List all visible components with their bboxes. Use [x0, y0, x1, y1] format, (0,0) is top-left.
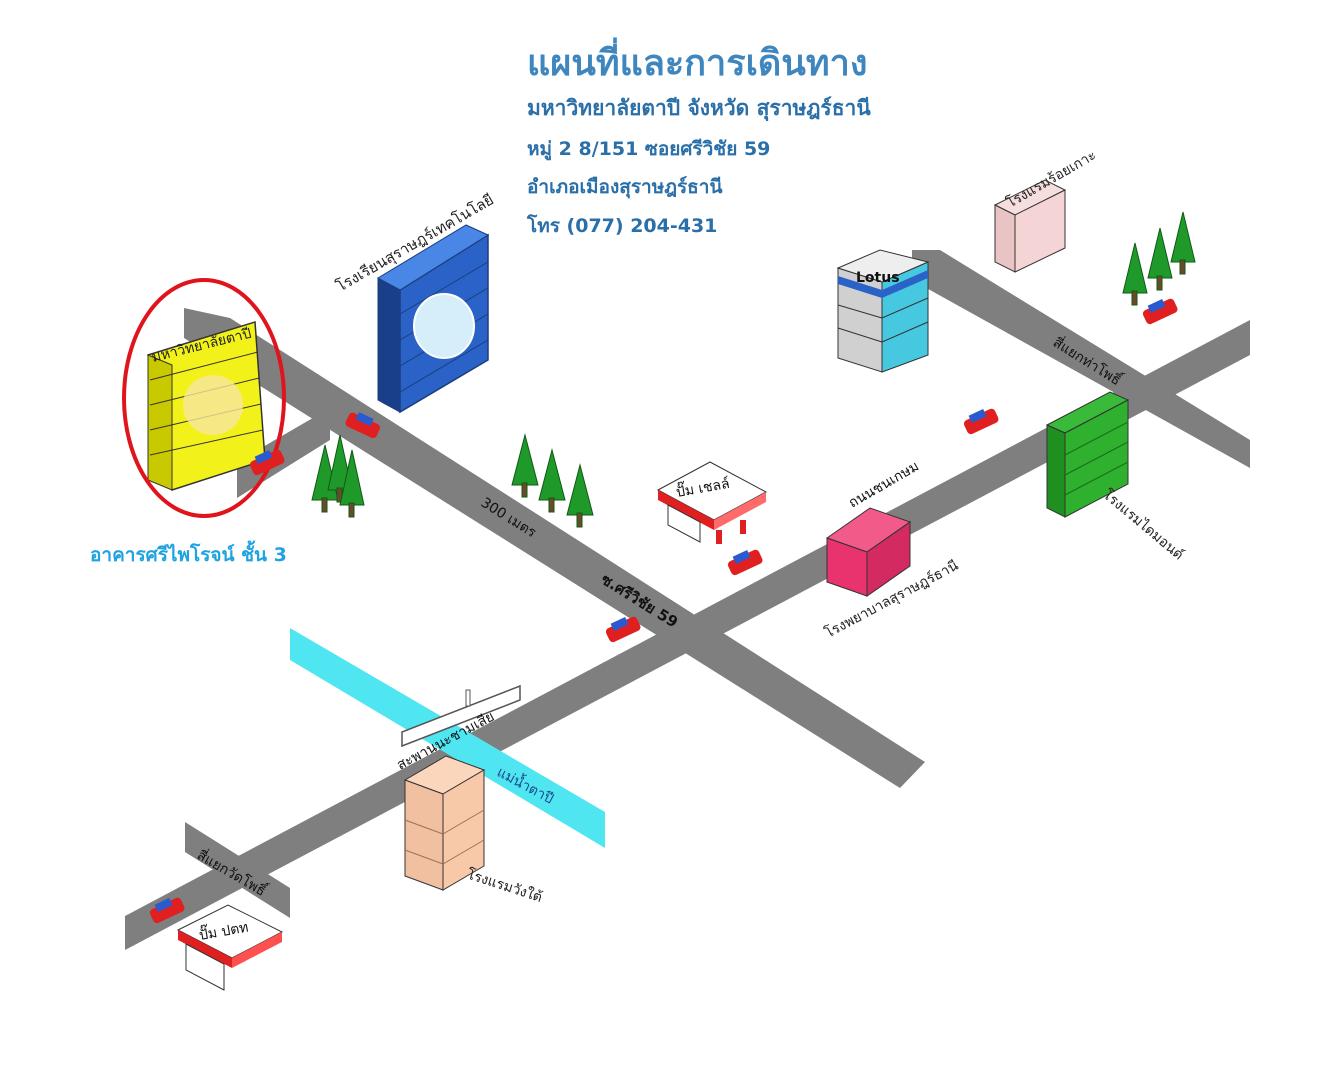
label-hotel-wangtai: โรงแรมวังใต้: [465, 866, 545, 906]
address-line-1: หมู่ 2 8/151 ซอยศรีวิชัย 59: [527, 138, 771, 160]
hotel-diamond-building: [1045, 391, 1130, 518]
hospital-building: [825, 507, 912, 597]
label-hotel-diamond: โรงแรมไดมอนด์: [1099, 486, 1187, 563]
road-cross-watpho: [185, 822, 290, 918]
hotel-roikoh-building: [993, 179, 1067, 273]
address-line-2: อำเภอเมืองสุราษฎร์ธานี: [527, 176, 723, 198]
phone-number: โทร (077) 204-431: [527, 215, 718, 237]
road-upper-right: [912, 250, 1250, 468]
car-icon: [963, 408, 999, 435]
tree-icon: [1122, 242, 1148, 306]
bridge: [401, 684, 521, 748]
shell-station: [656, 461, 768, 544]
car-icon: [249, 449, 285, 476]
cars: [149, 298, 1178, 924]
car-icon: [149, 897, 185, 924]
hotel-wangtai-building: [403, 755, 486, 891]
ptt-station: [176, 904, 284, 991]
school-seal-icon: [413, 293, 475, 359]
tree-icon: [1170, 211, 1196, 275]
car-icon: [605, 616, 641, 643]
tree-icon: [511, 433, 539, 498]
road-spur-left: [237, 408, 330, 498]
river: [290, 628, 605, 848]
university-building: [147, 321, 266, 491]
tree-icon: [339, 449, 365, 518]
building-callout: อาคารศรีไพโรจน์ ชั้น 3: [90, 544, 287, 566]
school-building: [376, 224, 490, 414]
label-lotus: Lotus: [856, 270, 900, 286]
highlight-circle: [122, 278, 286, 518]
page-title: แผนที่และการเดินทาง: [527, 43, 868, 84]
university-subtitle: มหาวิทยาลัยตาปี จังหวัด สุราษฎร์ธานี: [527, 96, 871, 120]
car-icon: [345, 412, 381, 439]
tree-icon: [566, 463, 594, 528]
car-icon: [1142, 298, 1178, 325]
crosswalk: [1044, 329, 1131, 385]
trees: [311, 211, 1196, 528]
tree-icon: [538, 448, 566, 513]
tree-icon: [1147, 227, 1173, 291]
university-seal-icon: [183, 375, 243, 435]
car-icon: [727, 549, 763, 576]
lotus-building: [836, 249, 930, 373]
